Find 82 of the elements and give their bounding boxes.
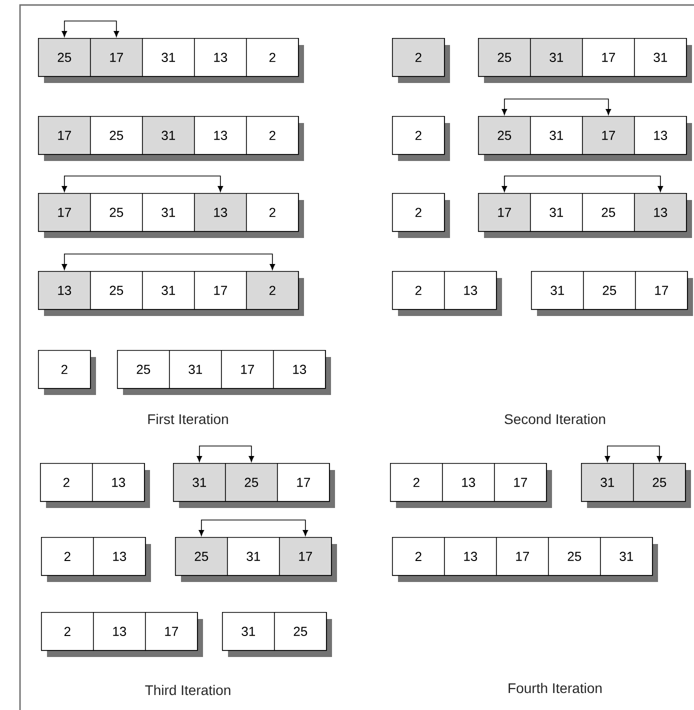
array-cell: 31 xyxy=(222,612,275,651)
array-cell: 17 xyxy=(494,463,547,502)
swap-arrow xyxy=(62,254,276,270)
swap-arrow xyxy=(502,98,612,115)
array-cell: 13 xyxy=(444,271,497,310)
array-cell: 25 xyxy=(478,38,531,77)
array-cell: 2 xyxy=(40,463,93,502)
array-cell: 13 xyxy=(634,193,687,232)
array-cell: 17 xyxy=(582,116,635,155)
array-cell: 25 xyxy=(633,463,686,502)
array-cell: 31 xyxy=(530,38,583,77)
array-cell: 2 xyxy=(246,193,299,232)
swap-arrow xyxy=(502,176,664,192)
array-cell: 31 xyxy=(142,38,195,77)
array-cell: 2 xyxy=(246,38,299,77)
array-cell: 31 xyxy=(142,193,195,232)
array-cell: 2 xyxy=(392,193,445,232)
array-cell: 13 xyxy=(194,38,247,77)
iteration-caption: Fourth Iteration xyxy=(508,682,602,694)
array-cell: 31 xyxy=(169,350,222,389)
array-cell: 31 xyxy=(530,116,583,155)
swap-arrow xyxy=(196,446,254,462)
array-cell: 31 xyxy=(600,537,653,576)
array-cell: 13 xyxy=(273,350,326,389)
swap-arrow xyxy=(198,520,308,536)
array-cell: 17 xyxy=(194,271,247,310)
array-cell: 13 xyxy=(442,463,495,502)
array-cell: 13 xyxy=(38,271,91,310)
array-cell: 31 xyxy=(581,463,634,502)
array-cell: 25 xyxy=(548,537,601,576)
array-cell: 2 xyxy=(392,537,445,576)
array-cell: 13 xyxy=(634,116,687,155)
array-cell: 17 xyxy=(496,537,549,576)
array-cell: 25 xyxy=(90,271,143,310)
iteration-caption: Third Iteration xyxy=(145,684,230,696)
array-cell: 17 xyxy=(145,612,198,651)
array-cell: 25 xyxy=(274,612,327,651)
array-cell: 2 xyxy=(246,116,299,155)
array-cell: 2 xyxy=(41,537,94,576)
swap-arrow xyxy=(604,446,662,462)
iteration-caption: First Iteration xyxy=(148,414,228,424)
array-cell: 13 xyxy=(194,193,247,232)
array-cell: 31 xyxy=(142,116,195,155)
array-cell: 25 xyxy=(38,38,91,77)
array-cell: 2 xyxy=(392,271,445,310)
array-cell: 31 xyxy=(173,463,226,502)
array-cell: 2 xyxy=(390,463,443,502)
array-cell: 17 xyxy=(478,193,531,232)
swap-arrow xyxy=(62,176,224,192)
array-cell: 25 xyxy=(175,537,228,576)
array-cell: 25 xyxy=(582,193,635,232)
array-cell: 31 xyxy=(227,537,280,576)
array-cell: 31 xyxy=(634,38,687,77)
array-cell: 17 xyxy=(635,271,688,310)
array-cell: 2 xyxy=(392,38,445,77)
array-cell: 2 xyxy=(246,271,299,310)
array-cell: 31 xyxy=(142,271,195,310)
array-cell: 31 xyxy=(531,271,584,310)
iteration-caption: Second Iteration xyxy=(504,414,606,424)
array-cell: 25 xyxy=(478,116,531,155)
array-cell: 17 xyxy=(279,537,332,576)
array-cell: 17 xyxy=(277,463,330,502)
array-cell: 2 xyxy=(38,350,91,389)
array-cell: 25 xyxy=(225,463,278,502)
array-cell: 17 xyxy=(582,38,635,77)
array-cell: 17 xyxy=(90,38,143,77)
array-cell: 2 xyxy=(392,116,445,155)
array-cell: 13 xyxy=(444,537,497,576)
array-cell: 25 xyxy=(117,350,170,389)
array-cell: 2 xyxy=(41,612,94,651)
array-cell: 25 xyxy=(90,116,143,155)
array-cell: 25 xyxy=(90,193,143,232)
array-cell: 17 xyxy=(221,350,274,389)
array-cell: 17 xyxy=(38,193,91,232)
swap-arrow xyxy=(62,20,120,37)
array-cell: 25 xyxy=(583,271,636,310)
array-cell: 13 xyxy=(93,537,146,576)
array-cell: 13 xyxy=(93,612,146,651)
array-cell: 13 xyxy=(194,116,247,155)
array-cell: 13 xyxy=(92,463,145,502)
array-cell: 17 xyxy=(38,116,91,155)
array-cell: 31 xyxy=(530,193,583,232)
